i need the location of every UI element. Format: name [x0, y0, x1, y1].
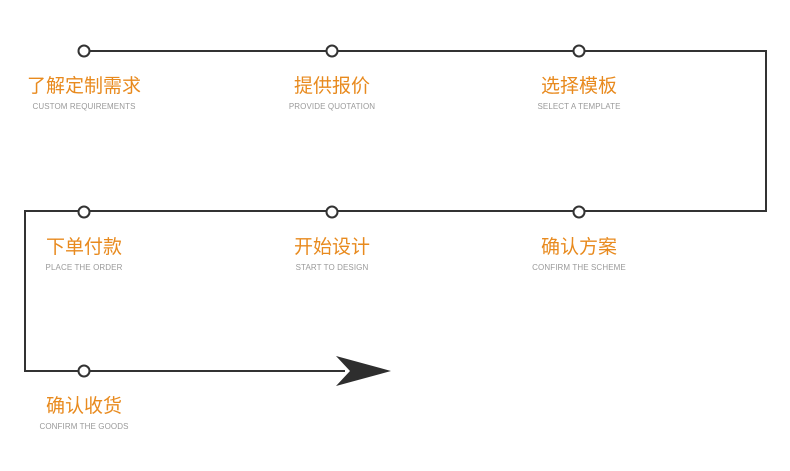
step-subtitle: PLACE THE ORDER — [45, 263, 123, 272]
step-subtitle: PROVIDE QUOTATION — [288, 102, 376, 111]
step-subtitle: CONFIRM THE GOODS — [39, 422, 129, 431]
step-confirm-goods: 确认收货 CONFIRM THE GOODS — [0, 394, 169, 433]
step-title: 提供报价 — [293, 75, 370, 97]
step-title: 开始设计 — [293, 236, 370, 258]
step-confirm-scheme: 确认方案 CONFIRM THE SCHEME — [494, 235, 664, 274]
step-node-confirm-goods — [77, 364, 91, 378]
step-title: 了解定制需求 — [26, 75, 141, 97]
step-title: 选择模板 — [540, 75, 617, 97]
step-node-provide-quotation — [325, 44, 339, 58]
step-subtitle: START TO DESIGN — [295, 263, 369, 272]
step-subtitle: SELECT A TEMPLATE — [537, 102, 621, 111]
step-node-place-order — [77, 205, 91, 219]
step-title: 确认收货 — [45, 395, 122, 417]
step-select-template: 选择模板 SELECT A TEMPLATE — [494, 74, 664, 113]
step-node-confirm-scheme — [572, 205, 586, 219]
step-provide-quotation: 提供报价 PROVIDE QUOTATION — [247, 74, 417, 113]
step-subtitle: CONFIRM THE SCHEME — [532, 263, 626, 272]
step-subtitle: CUSTOM REQUIREMENTS — [32, 102, 136, 111]
step-title: 下单付款 — [45, 236, 122, 258]
step-start-design: 开始设计 START TO DESIGN — [247, 235, 417, 274]
step-place-order: 下单付款 PLACE THE ORDER — [0, 235, 169, 274]
step-custom-requirements: 了解定制需求 CUSTOM REQUIREMENTS — [0, 74, 169, 113]
step-node-start-design — [325, 205, 339, 219]
step-title: 确认方案 — [540, 236, 617, 258]
step-node-custom-requirements — [77, 44, 91, 58]
step-node-select-template — [572, 44, 586, 58]
flow-arrowhead — [336, 356, 391, 386]
